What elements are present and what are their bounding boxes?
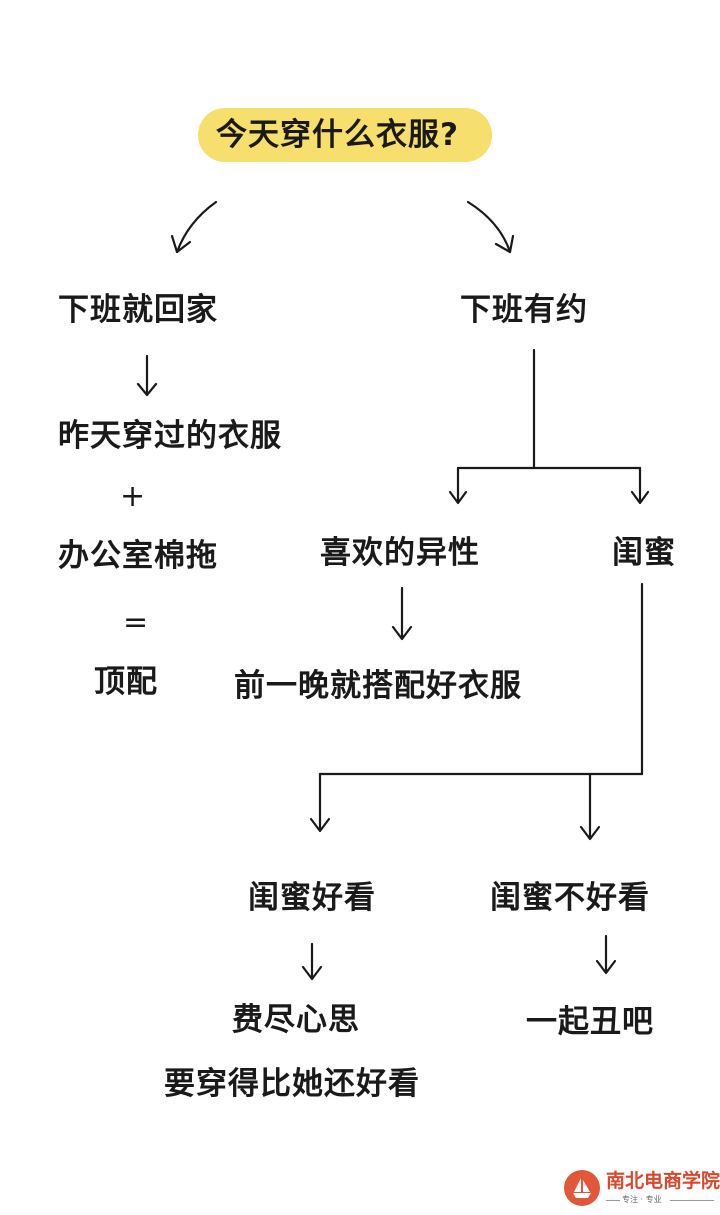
divider xyxy=(606,1200,620,1201)
plus-sign: + xyxy=(120,479,146,514)
arrow-down-left-1 xyxy=(136,354,158,397)
ship-logo-icon xyxy=(564,1170,600,1206)
node-bestie: 闺蜜 xyxy=(612,535,676,571)
node-top-outfit: 顶配 xyxy=(94,664,158,700)
node-yesterday-clothes: 昨天穿过的衣服 xyxy=(58,418,282,454)
brand-name: 南北电商学院 xyxy=(606,1170,720,1192)
node-ugly-together: 一起丑吧 xyxy=(526,1004,654,1040)
node-office-slippers: 办公室棉拖 xyxy=(58,538,218,574)
title-highlight xyxy=(198,108,492,162)
divider xyxy=(670,1200,714,1201)
node-plan-outfit: 前一晚就搭配好衣服 xyxy=(234,668,522,704)
brand-logo: 南北电商学院 专注 · 专业 xyxy=(562,1166,720,1212)
node-bestie-not-pretty: 闺蜜不好看 xyxy=(490,880,650,916)
curved-arrow-right-head xyxy=(494,234,515,254)
arrow-down-not-pretty xyxy=(579,772,601,841)
arrow-down-bestie xyxy=(630,466,650,505)
node-try-hard: 费尽心思 xyxy=(232,1002,360,1038)
brand-tagline: 专注 · 专业 xyxy=(622,1195,662,1204)
equals-sign: = xyxy=(123,605,149,640)
node-dress-better: 要穿得比她还好看 xyxy=(164,1066,420,1102)
arrow-down-crush xyxy=(448,466,468,505)
curved-arrow-right xyxy=(466,200,512,254)
curved-arrow-left xyxy=(175,200,218,254)
node-crush: 喜欢的异性 xyxy=(320,535,480,571)
arrow-down-crush-result xyxy=(391,586,413,641)
curved-arrow-left-head xyxy=(170,234,192,254)
diagram-title: 今天穿什么衣服? xyxy=(216,117,459,153)
node-date-after-work: 下班有约 xyxy=(460,292,588,328)
arrow-down-pretty xyxy=(309,772,331,833)
node-bestie-pretty: 闺蜜好看 xyxy=(248,880,376,916)
arrow-down-pretty-result xyxy=(301,942,323,981)
arrow-down-not-pretty-result xyxy=(595,934,617,975)
node-go-home: 下班就回家 xyxy=(58,292,218,328)
